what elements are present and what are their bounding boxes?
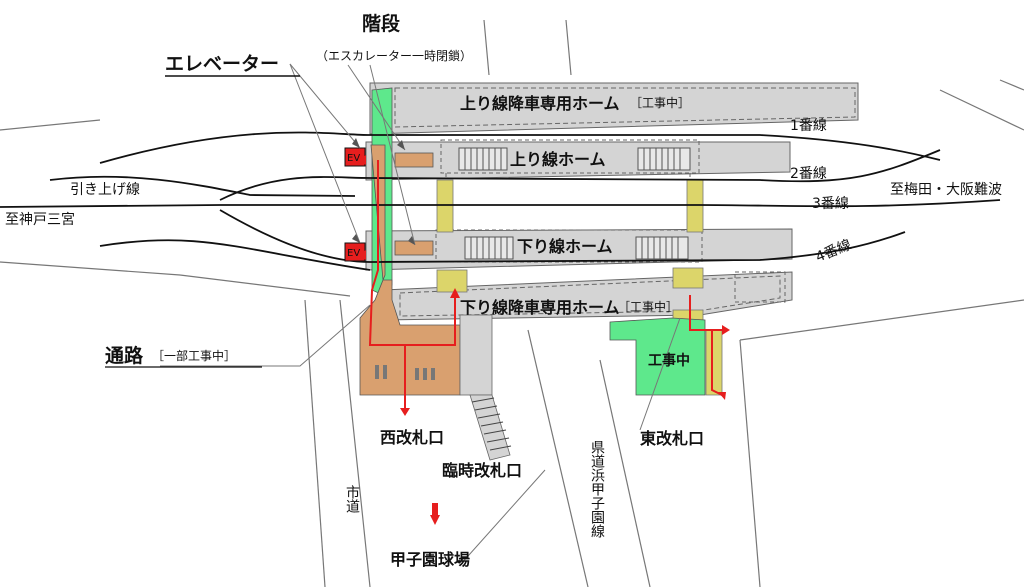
construction-label: 工事中 (648, 352, 690, 369)
temp-gate-stairs (471, 397, 512, 451)
passage-title: 通路 (105, 344, 144, 367)
platform-down-alighting-note: ［工事中］ (618, 299, 678, 314)
track-1-label: 1番線 (790, 118, 827, 134)
direction-kobe: 至神戸三宮 (5, 212, 75, 228)
road-lines (0, 19, 1024, 587)
tracks (0, 131, 1001, 271)
temp-gate-label: 臨時改札口 (442, 461, 522, 480)
city-road-label: 市道 (344, 484, 360, 514)
elevator-bottom-label: EV (347, 248, 360, 259)
siding-label: 引き上げ線 (70, 182, 140, 198)
route-arrowheads (358, 155, 730, 525)
track-3-label: 3番線 (812, 196, 849, 212)
pref-road-label: 県道浜甲子園線 (589, 440, 605, 538)
platform-up-alighting-note: ［工事中］ (630, 95, 690, 110)
track-4-label: 4番線 (814, 237, 854, 266)
platform-down-alighting-label: 下り線降車専用ホーム (460, 298, 620, 317)
elevators: EV EV (344, 147, 366, 262)
destination-label: 甲子園球場 (390, 550, 470, 569)
gray-stub (459, 314, 511, 461)
orange-passage (359, 144, 461, 396)
direction-umeda: 至梅田・大阪難波 (890, 182, 1002, 198)
platform-up-alighting-label: 上り線降車専用ホーム (460, 94, 620, 113)
platform-up-label: 上り線ホーム (510, 150, 606, 169)
elevator-title: エレベーター (165, 53, 279, 75)
stairs-hatching (458, 147, 691, 260)
stairs-note: （エスカレーター一時閉鎖） (316, 48, 472, 63)
platform-up-alighting (369, 82, 859, 135)
east-gate-label: 東改札口 (640, 429, 704, 448)
route-arrows (368, 160, 725, 410)
passage-note: ［一部工事中］ (152, 348, 236, 363)
platform-down-label: 下り線ホーム (517, 237, 613, 256)
stairs-title: 階段 (362, 12, 401, 35)
track-2-label: 2番線 (790, 166, 827, 182)
west-gate-symbols (375, 365, 435, 380)
leader-arrowheads (352, 138, 415, 245)
leader-lines (160, 63, 681, 566)
elevator-top-label: EV (347, 153, 360, 164)
west-gate-label: 西改札口 (380, 428, 444, 447)
